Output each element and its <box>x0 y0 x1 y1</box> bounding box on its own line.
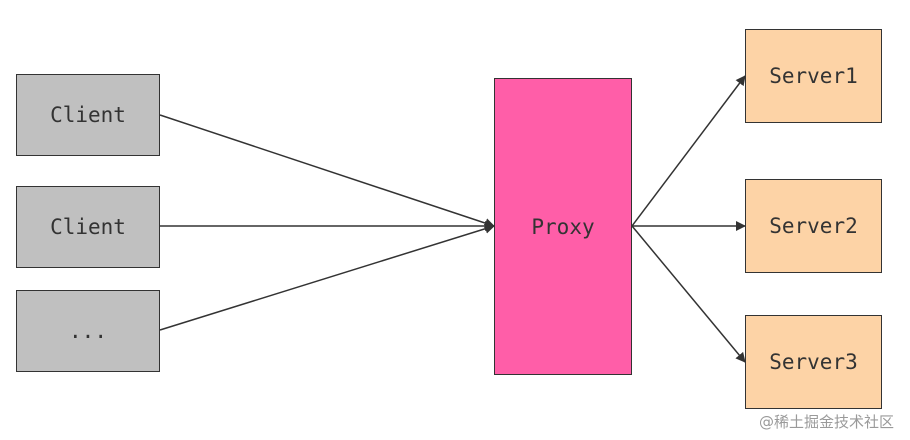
watermark: @稀土掘金技术社区 <box>758 413 894 431</box>
server-node-3: Server3 <box>745 315 882 409</box>
proxy-node: Proxy <box>494 78 632 375</box>
arrow-client1-to-proxy <box>159 114 495 228</box>
client-node-3: ... <box>16 290 160 372</box>
server-node-1: Server1 <box>745 29 882 123</box>
server-node-2-label: Server2 <box>769 214 858 238</box>
arrow-client3-to-proxy <box>159 223 495 331</box>
client-node-1: Client <box>16 74 160 156</box>
client-node-3-label: ... <box>69 319 107 343</box>
client-node-1-label: Client <box>50 103 126 127</box>
server-node-1-label: Server1 <box>769 64 858 88</box>
arrow-proxy-to-server3 <box>631 225 746 363</box>
client-node-2: Client <box>16 186 160 268</box>
server-node-3-label: Server3 <box>769 350 858 374</box>
proxy-node-label: Proxy <box>531 214 595 239</box>
client-node-2-label: Client <box>50 215 126 239</box>
arrow-proxy-to-server1 <box>631 75 746 227</box>
server-node-2: Server2 <box>745 179 882 273</box>
